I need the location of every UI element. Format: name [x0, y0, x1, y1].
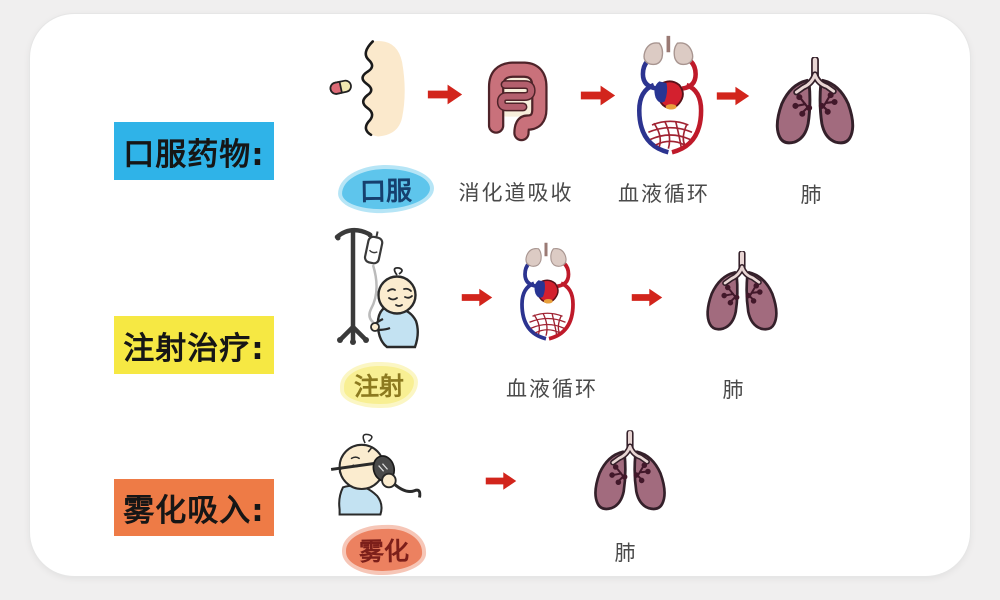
step-label-digestive: 消化道吸收 [458, 181, 574, 205]
heart-circulation-icon [632, 34, 712, 156]
step-highlight-nebulization: 雾化 [345, 528, 423, 572]
iv-drip-baby-icon [333, 221, 433, 351]
nebulizer-baby-icon [326, 425, 428, 519]
lungs-icon [768, 57, 862, 147]
mouth-pill-icon [326, 38, 416, 140]
step-label-circulation: 血液循环 [506, 377, 598, 401]
step-label-circulation: 血液循环 [618, 182, 710, 206]
step-highlight-injection: 注射 [343, 365, 415, 405]
step-label-lung: 肺 [800, 183, 824, 207]
lungs-icon [587, 430, 673, 513]
heart-circulation-icon [516, 241, 582, 342]
red-arrow-right-icon [461, 287, 493, 308]
intestine-icon [476, 54, 558, 142]
step-label-lung: 肺 [614, 541, 638, 565]
row-title-oral: 口服药物: [114, 122, 274, 180]
red-arrow-right-icon [427, 83, 463, 106]
step-label-lung: 肺 [722, 378, 746, 402]
red-arrow-right-icon [580, 84, 616, 107]
lungs-icon [699, 251, 785, 333]
row-title-nebulization: 雾化吸入: [114, 479, 274, 536]
row-title-injection: 注射治疗: [114, 316, 274, 374]
red-arrow-right-icon [631, 287, 663, 308]
red-arrow-right-icon [716, 85, 750, 107]
red-arrow-right-icon [485, 471, 517, 491]
